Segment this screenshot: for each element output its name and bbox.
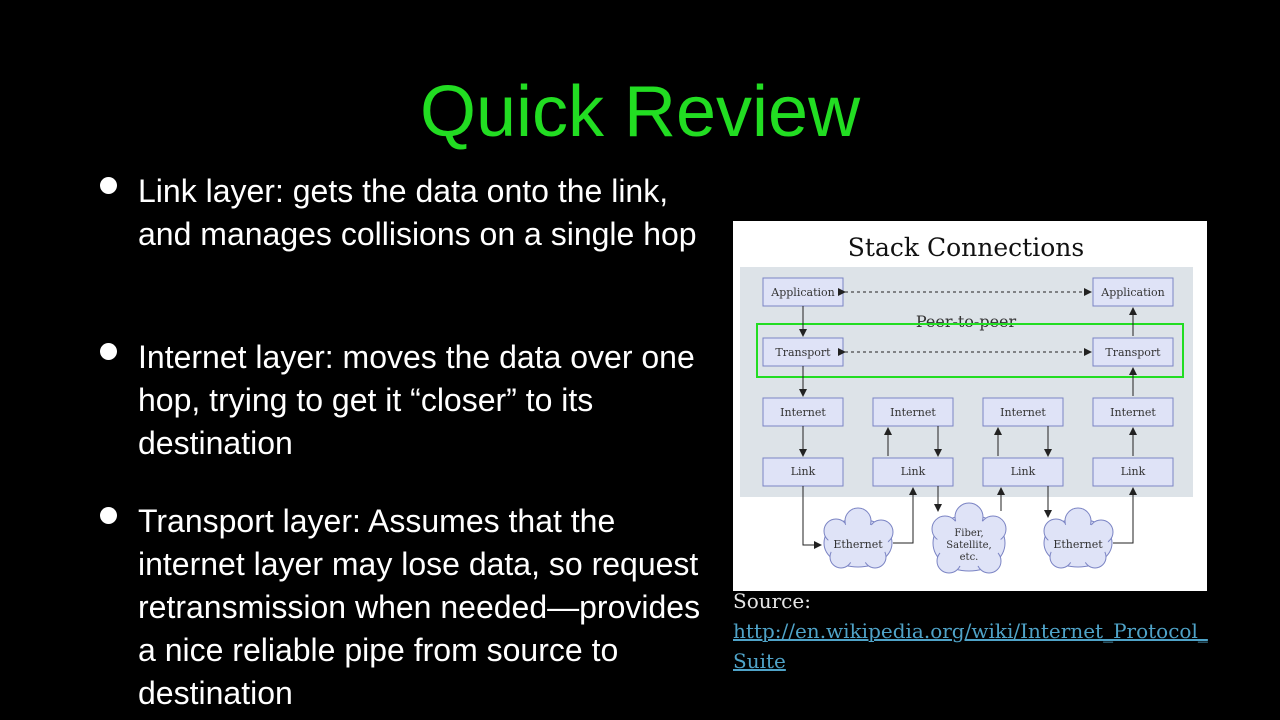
box-link-4 — [1092, 457, 1174, 487]
box-transport-left-label: Transport — [775, 346, 831, 359]
box-internet-2 — [872, 397, 954, 427]
cloud-fiber-satellite — [931, 502, 1007, 574]
box-transport-right — [1092, 337, 1174, 367]
transport-highlight — [756, 323, 1184, 378]
diagram-title: Stack Connections — [848, 233, 1084, 262]
cloud-ethernet-right-label: Ethernet — [1053, 538, 1103, 551]
cloud-ethernet-right — [1043, 507, 1114, 569]
cloud-ethernet-left — [823, 507, 894, 569]
peer-to-peer-label: Peer-to-peer — [916, 312, 1017, 331]
connector-link1-cloud1 — [802, 486, 822, 549]
stack-connections-diagram: Stack Connections Peer-to-peer Applicati… — [740, 233, 1193, 574]
box-application-right-label: Application — [1100, 286, 1164, 299]
box-link-4-label: Link — [1121, 465, 1146, 478]
box-internet-1-label: Internet — [780, 406, 826, 419]
box-link-2-label: Link — [901, 465, 926, 478]
slide-title: Quick Review — [419, 72, 861, 152]
box-transport-right-label: Transport — [1105, 346, 1161, 359]
box-link-3 — [982, 457, 1064, 487]
cloud-fiber-label-1: Fiber, — [954, 528, 983, 539]
cloud-fiber-label-3: etc. — [960, 552, 979, 563]
box-application-left — [762, 277, 844, 307]
box-internet-4-label: Internet — [1110, 406, 1156, 419]
box-application-right — [1092, 277, 1174, 307]
box-internet-4 — [1092, 397, 1174, 427]
bullet-dot-icon — [100, 507, 117, 524]
box-link-1-label: Link — [791, 465, 816, 478]
bullet-text-internet-layer: Internet layer: moves the data over one … — [138, 339, 695, 461]
box-internet-3 — [982, 397, 1064, 427]
bullet-text-transport-layer: Transport layer: Assumes that the intern… — [138, 503, 701, 711]
box-internet-3-label: Internet — [1000, 406, 1046, 419]
source-link[interactable]: http://en.wikipedia.org/wiki/Internet_Pr… — [733, 619, 1208, 673]
bullet-text-link-layer: Link layer: gets the data onto the link,… — [138, 173, 697, 252]
source-citation: Source: http://en.wikipedia.org/wiki/Int… — [733, 586, 1213, 676]
bullet-dot-icon — [100, 343, 117, 360]
box-link-3-label: Link — [1011, 465, 1036, 478]
source-label: Source: — [733, 589, 811, 613]
connector-cloud3-link4 — [1113, 487, 1137, 544]
bullet-dot-icon — [100, 177, 117, 194]
cloud-ethernet-left-label: Ethernet — [833, 538, 883, 551]
box-internet-2-label: Internet — [890, 406, 936, 419]
connector-cloud1-link2 — [893, 487, 917, 544]
cloud-fiber-label-2: Satellite, — [946, 540, 991, 551]
box-link-2 — [872, 457, 954, 487]
stack-connections-figure: Stack Connections Peer-to-peer Applicati… — [733, 221, 1207, 591]
box-application-left-label: Application — [770, 286, 834, 299]
